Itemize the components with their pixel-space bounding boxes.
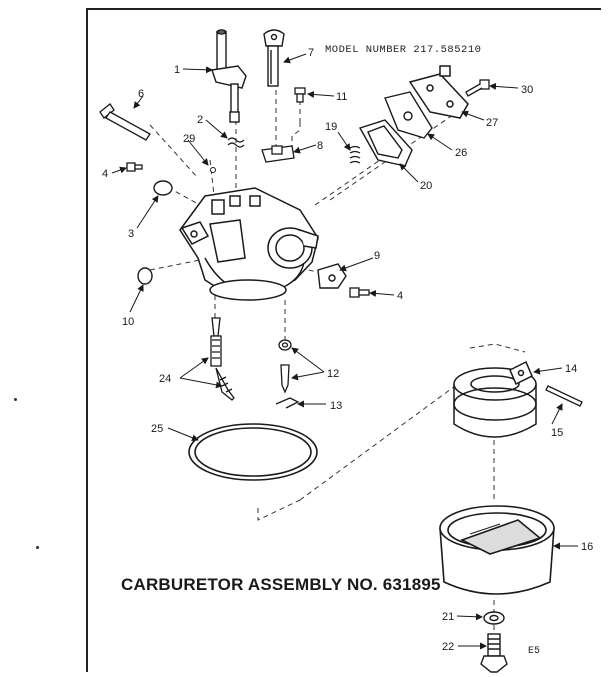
callout-4-left: 4 (102, 168, 108, 180)
clip-13 (275, 397, 300, 409)
float-pin-15 (545, 385, 583, 407)
callout-10: 10 (122, 316, 134, 328)
float-bowl-16 (439, 505, 555, 595)
callout-16: 16 (581, 541, 593, 553)
callout-22: 22 (442, 641, 454, 653)
diaphragm-20 (358, 119, 413, 167)
callout-13: 13 (330, 400, 342, 412)
clip-8 (261, 145, 295, 163)
callout-3: 3 (128, 228, 134, 240)
ball-29 (210, 167, 216, 173)
callout-4-right: 4 (397, 290, 403, 302)
callout-11: 11 (336, 91, 347, 103)
plug-10 (137, 267, 153, 285)
diagram-frame (86, 8, 601, 672)
callout-29: 29 (183, 133, 195, 145)
callout-25: 25 (151, 423, 163, 435)
callout-labels: 1 2 3 4 4 6 7 8 9 10 11 12 13 14 15 16 1… (102, 47, 593, 653)
callout-15: 15 (551, 427, 563, 439)
washer-3 (153, 180, 173, 196)
callout-12: 12 (327, 368, 339, 380)
idle-screw-6 (99, 103, 151, 141)
callout-9: 9 (374, 250, 380, 262)
gasket-9 (317, 263, 347, 289)
callout-6: 6 (138, 88, 144, 100)
callout-leaders (111, 53, 578, 650)
callout-14: 14 (565, 363, 577, 375)
bowl-gasket-25 (188, 423, 318, 481)
callout-19: 19 (325, 121, 337, 133)
gasket-26 (384, 91, 433, 139)
callout-20: 20 (420, 180, 432, 192)
callout-27: 27 (486, 117, 498, 129)
callout-7: 7 (308, 47, 314, 59)
callout-30: 30 (521, 84, 533, 96)
washer-21 (483, 611, 505, 625)
callout-21: 21 (442, 611, 454, 623)
needle-valve-24 (210, 317, 235, 401)
screw-11 (294, 87, 306, 103)
float-14 (453, 360, 537, 438)
callout-8: 8 (317, 140, 323, 152)
callout-26: 26 (455, 147, 467, 159)
callout-2: 2 (197, 114, 203, 126)
stray-mark (36, 546, 39, 549)
screw-30 (465, 79, 490, 97)
carburetor-body (179, 187, 319, 301)
assembly-title: CARBURETOR ASSEMBLY NO. 631895 (121, 575, 441, 594)
drawing-code: E5 (528, 646, 541, 657)
stray-mark (14, 398, 17, 401)
callout-1: 1 (174, 64, 180, 76)
throttle-shaft (211, 29, 247, 123)
inlet-needle-12 (278, 339, 292, 394)
spring-2 (227, 137, 245, 148)
callout-24: 24 (159, 373, 171, 385)
spring-19 (349, 145, 361, 164)
screw-4-right (349, 287, 370, 298)
choke-shaft (263, 29, 285, 87)
model-number-label: MODEL NUMBER 217.585210 (325, 44, 482, 56)
bowl-bolt-22 (480, 633, 508, 673)
screw-4-left (126, 162, 143, 172)
